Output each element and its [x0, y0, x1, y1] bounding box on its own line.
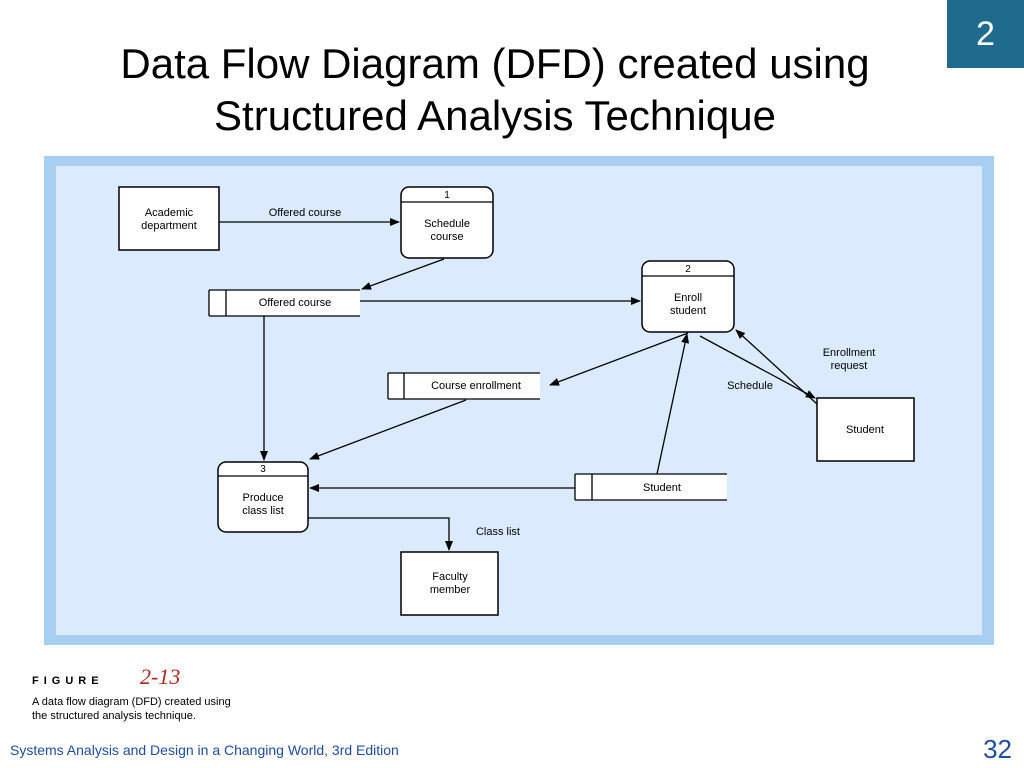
- process-3-label-line-1: Produce: [243, 492, 284, 504]
- diagram-frame: Academic department 1 Schedule course 2 …: [44, 156, 994, 645]
- figure-caption-line-2: the structured analysis technique.: [32, 710, 196, 722]
- flow-student-store-to-enroll-arrow: [656, 333, 690, 475]
- flow-schedule-label: Schedule: [727, 380, 773, 392]
- entity-faculty-member: Faculty member: [400, 551, 499, 616]
- datastore-course-enrollment-label: Course enrollment: [431, 380, 521, 392]
- slide-title-line-2: Structured Analysis Technique: [214, 92, 776, 139]
- process-2-id: 2: [685, 264, 691, 275]
- flow-offered-course-label: Offered course: [269, 207, 342, 219]
- flow-class-list-label: Class list: [476, 526, 520, 538]
- datastore-offered-course: Offered course: [208, 289, 360, 317]
- flow-schedule-to-offered-store-arrow: [361, 258, 445, 290]
- entity-academic-department-line-1: Academic: [145, 207, 194, 219]
- flow-class-list-arrow: [308, 517, 453, 551]
- entity-student: Student: [816, 397, 915, 462]
- process-enroll-student: 2 Enroll student: [641, 260, 735, 333]
- entity-academic-department: Academic department: [118, 186, 220, 251]
- flow-enrollment-request-label-line-2: request: [831, 360, 868, 372]
- entity-faculty-member-line-2: member: [430, 584, 471, 596]
- process-1-id: 1: [444, 190, 450, 201]
- slide-title: Data Flow Diagram (DFD) created using St…: [40, 38, 950, 142]
- dfd-diagram: Academic department 1 Schedule course 2 …: [118, 186, 915, 616]
- figure-number: 2-13: [140, 664, 181, 689]
- section-badge: 2: [947, 0, 1024, 68]
- entity-academic-department-line-2: department: [141, 220, 197, 232]
- slide-title-line-1: Data Flow Diagram (DFD) created using: [120, 40, 870, 87]
- figure-caption-line-1: A data flow diagram (DFD) created using: [32, 696, 231, 708]
- datastore-student-label: Student: [643, 482, 681, 494]
- process-1-label-line-2: course: [430, 231, 463, 243]
- diagram-canvas: Academic department 1 Schedule course 2 …: [56, 166, 982, 635]
- process-2-label-line-1: Enroll: [674, 292, 702, 304]
- page-number: 32: [983, 734, 1012, 764]
- process-1-label-line-1: Schedule: [424, 218, 470, 230]
- process-schedule-course: 1 Schedule course: [400, 186, 494, 259]
- footer-text: Systems Analysis and Design in a Changin…: [10, 742, 399, 758]
- figure-label: FIGURE: [32, 675, 104, 687]
- datastore-offered-course-label: Offered course: [259, 297, 332, 309]
- figure-caption: A data flow diagram (DFD) created using …: [32, 695, 292, 723]
- entity-faculty-member-line-1: Faculty: [432, 571, 468, 583]
- flow-enrollment-request-label-line-1: Enrollment: [823, 347, 876, 359]
- process-3-label-line-2: class list: [242, 505, 284, 517]
- flow-enrollment-store-to-produce-arrow: [309, 399, 467, 460]
- datastore-student: Student: [574, 473, 727, 501]
- process-produce-class-list: 3 Produce class list: [217, 461, 309, 533]
- flow-enroll-to-enrollment-store-arrow: [549, 332, 689, 386]
- datastore-course-enrollment: Course enrollment: [387, 372, 540, 400]
- process-2-label-line-2: student: [670, 305, 706, 317]
- process-3-id: 3: [260, 464, 266, 475]
- flow-schedule-arrow: [699, 335, 816, 399]
- entity-student-label: Student: [846, 424, 884, 436]
